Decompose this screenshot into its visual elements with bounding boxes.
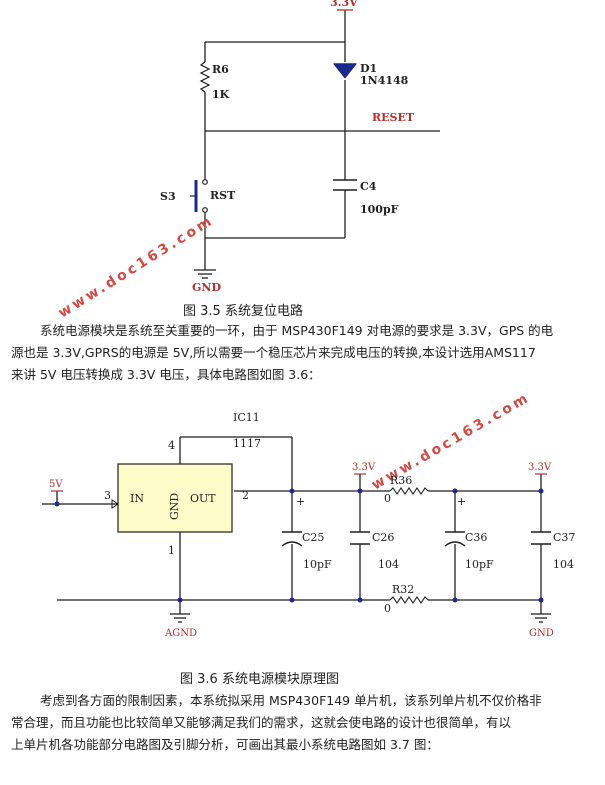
r32-value: 0 <box>384 602 391 615</box>
gnd-symbol-fig36 <box>531 613 551 623</box>
ic11-name: IC11 <box>233 411 260 424</box>
r36-gap <box>390 487 428 495</box>
r32-gap <box>390 596 428 604</box>
c26-value: 104 <box>378 558 399 571</box>
c25-polarity: + <box>296 495 305 508</box>
gnd-label-fig35: GND <box>192 281 221 294</box>
gnd-symbol-fig35 <box>194 269 216 279</box>
gnd-label-fig36: GND <box>529 628 554 639</box>
c4-name: C4 <box>360 180 377 193</box>
r36-resistor <box>389 487 429 495</box>
vcc-label-top: 3.3V <box>330 0 358 9</box>
c25-plate-bottom <box>281 541 303 547</box>
d1-value: 1N4148 <box>360 74 409 87</box>
ic11-pin1-number: 1 <box>168 544 175 557</box>
reset-net-label: RESET <box>372 111 415 124</box>
s3-contact-top <box>202 179 208 185</box>
r32-resistor <box>389 596 429 604</box>
s3-contact-bottom <box>202 207 208 213</box>
junction-dots <box>54 488 544 603</box>
c4-value: 100pF <box>360 203 399 216</box>
c37-value: 104 <box>553 558 574 571</box>
ic11-input-arrow <box>111 499 119 509</box>
agnd-symbol <box>170 613 190 623</box>
figure-3-5-caption: 图 3.5 系统复位电路 <box>183 304 303 319</box>
r6-resistor <box>199 61 211 93</box>
paragraph-2-line-2: 常合理，而且功能也比较简单又能够满足我们的需求，这就会使电路的设计也很简单，有以 <box>11 715 512 730</box>
figure-3-6-caption: 图 3.6 系统电源模块原理图 <box>180 672 339 687</box>
c25-name: C25 <box>302 531 324 544</box>
ic11-gnd-pin-label: GND <box>168 493 181 520</box>
vout-label-2: 3.3V <box>528 462 552 473</box>
c25-value: 10pF <box>303 558 332 571</box>
ic11-pin2-number: 2 <box>242 489 249 502</box>
paragraph-power-module: 系统电源模块是系统至关重要的一环，由于 MSP430F149 对电源的要求是 3… <box>11 320 585 386</box>
c37-name: C37 <box>553 531 575 544</box>
d1-name: D1 <box>360 62 377 75</box>
paragraph-1-line-2: 源也是 3.3V,GPRS的电源是 5V,所以需要一个稳压芯片来完成电压的转换,… <box>11 345 536 360</box>
c36-plate-bottom <box>444 541 466 547</box>
paragraph-1-line-1: 系统电源模块是系统至关重要的一环，由于 MSP430F149 对电源的要求是 3… <box>40 323 554 338</box>
c36-polarity: + <box>457 495 466 508</box>
r36-name: R36 <box>390 474 412 487</box>
agnd-label: AGND <box>164 628 197 639</box>
ic11-value: 1117 <box>233 437 261 450</box>
power-module-wires <box>42 436 542 614</box>
s3-value: RST <box>210 189 236 202</box>
ic11-in-label: IN <box>130 492 144 505</box>
paragraph-1-line-3: 来讲 5V 电压转换成 3.3V 电压，具体电路图如图 3.6： <box>11 367 321 382</box>
c36-value: 10pF <box>465 558 494 571</box>
c36-name: C36 <box>465 531 487 544</box>
input-5v-label: 5V <box>49 479 63 490</box>
paragraph-mcu-selection: 考虑到各方面的限制因素，本系统拟采用 MSP430F149 单片机，该系列单片机… <box>11 690 585 756</box>
r6-name: R6 <box>212 63 229 76</box>
c26-name: C26 <box>372 531 394 544</box>
ic11-out-label: OUT <box>190 492 216 505</box>
paragraph-2-line-3: 上单片机各功能部分电路图及引脚分析，可画出其最小系统电路图如 3.7 图： <box>11 737 439 752</box>
r36-value: 0 <box>384 492 391 505</box>
ic11-pin4-number: 4 <box>168 439 175 452</box>
r6-value: 1K <box>212 88 230 101</box>
ic11-regulator-body <box>117 463 233 533</box>
ic11-pin3-number: 3 <box>104 489 111 502</box>
vout-label-1: 3.3V <box>352 462 376 473</box>
r32-name: R32 <box>392 583 414 596</box>
paragraph-2-line-1: 考虑到各方面的限制因素，本系统拟采用 MSP430F149 单片机，该系列单片机… <box>40 693 542 708</box>
s3-name: S3 <box>160 190 176 203</box>
reset-circuit-wires <box>204 10 440 270</box>
